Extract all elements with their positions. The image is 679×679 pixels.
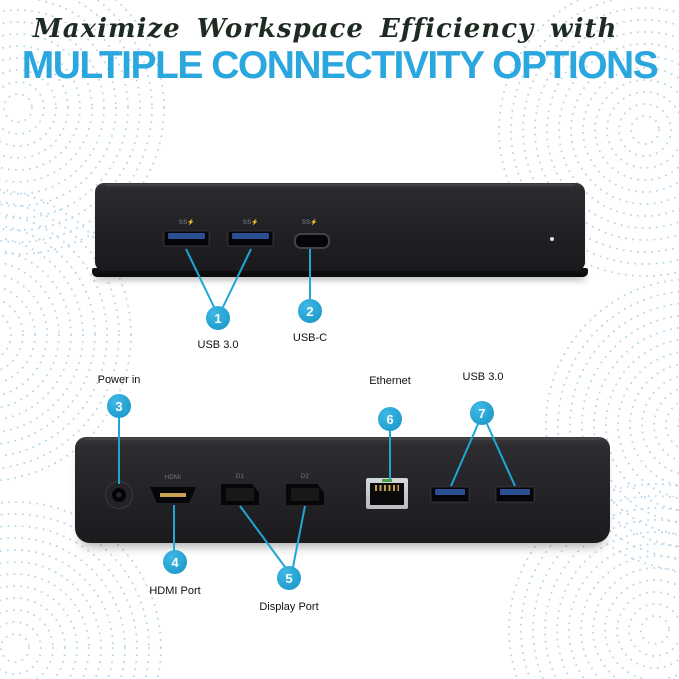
- front-usb-a-port-1: [163, 230, 210, 247]
- displayport1-marking: D1: [235, 474, 245, 480]
- callout-5-badge: 5: [277, 566, 301, 590]
- callout-7-badge: 7: [470, 401, 494, 425]
- label-ethernet: Ethernet: [369, 375, 411, 387]
- power-led: [550, 237, 554, 241]
- front-usb-a-port-2: [227, 230, 274, 247]
- hdmi-marking: HDMI: [164, 475, 182, 481]
- callout-4-badge: 4: [163, 550, 187, 574]
- usbc-port-marking: SS⚡: [301, 220, 319, 226]
- rear-power-jack: [105, 481, 133, 509]
- callout-2-badge: 2: [298, 299, 322, 323]
- tagline-script-text: Maximize Workspace Efficiency with: [33, 14, 618, 44]
- label-usb3-front: USB 3.0: [197, 339, 239, 351]
- usb-port2-marking: SS⚡: [242, 220, 260, 226]
- label-power-in: Power in: [97, 374, 141, 386]
- dock-front-base: [92, 268, 588, 277]
- callout-6-badge: 6: [378, 407, 402, 431]
- rear-ethernet-port: [366, 478, 408, 509]
- rear-usb-a-port-1: [430, 486, 470, 503]
- label-usb3-rear: USB 3.0: [462, 371, 504, 383]
- ethernet-led: [382, 479, 392, 482]
- rear-displayport-2: [286, 484, 324, 505]
- callout-3-badge: 3: [107, 394, 131, 418]
- displayport2-marking: D2: [300, 474, 310, 480]
- label-hdmi-port: HDMI Port: [149, 585, 201, 597]
- label-display-port: Display Port: [259, 601, 319, 613]
- label-usbc: USB-C: [292, 332, 328, 344]
- usb-port1-marking: SS⚡: [178, 220, 196, 226]
- dock-front-view: [95, 183, 585, 271]
- rear-usb-a-port-2: [495, 486, 535, 503]
- rear-hdmi-port: [150, 487, 196, 503]
- front-usb-c-port: [294, 233, 330, 249]
- main-title: MULTIPLE CONNECTIVITY OPTIONS: [21, 44, 659, 87]
- rear-displayport-1: [221, 484, 259, 505]
- callout-1-badge: 1: [206, 306, 230, 330]
